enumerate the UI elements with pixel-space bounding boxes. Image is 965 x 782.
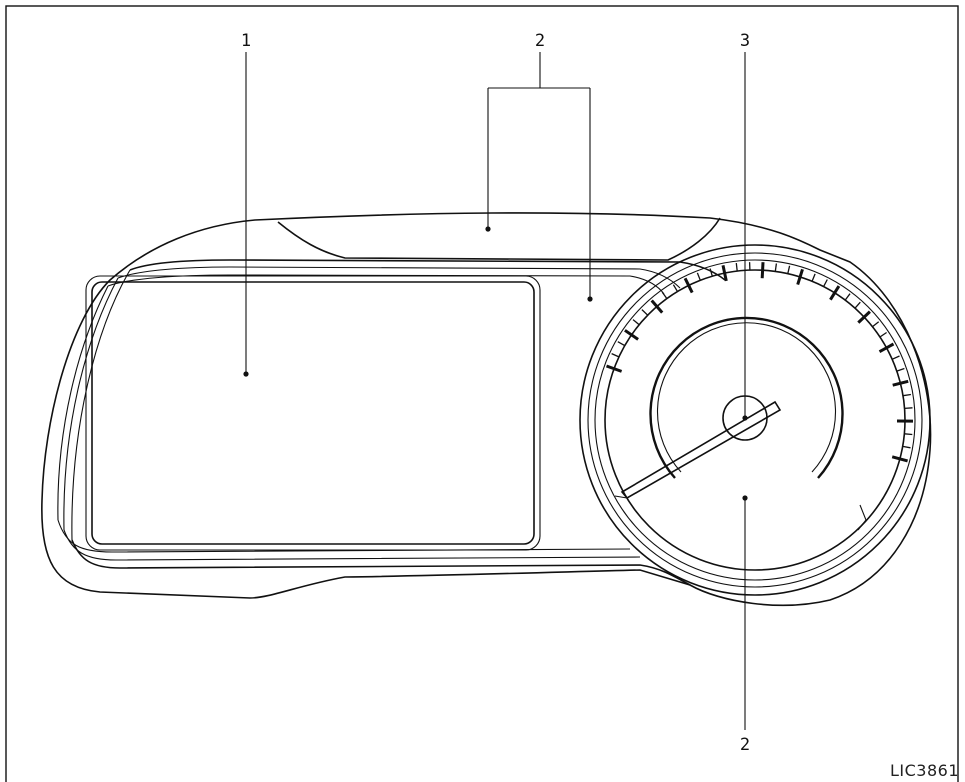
housing-left-contour-a	[71, 269, 131, 541]
housing-left-contour-c	[57, 285, 109, 521]
gauge-minor-tick	[709, 268, 713, 277]
bezel-rail-mid	[117, 266, 681, 289]
visor-lower-edge	[277, 217, 721, 261]
gauge-minor-tick	[879, 331, 887, 338]
leader-dot-2-left	[485, 226, 491, 232]
leader-dot-2-bottom	[742, 495, 748, 501]
bezel-rail-lower	[71, 539, 691, 586]
gauge-major-tick	[892, 379, 909, 387]
gauge-major-tick	[605, 364, 623, 373]
gauge-inner-arc	[649, 316, 844, 479]
gauge-inner-arc-edge	[657, 322, 836, 473]
gauge-minor-tick	[823, 279, 828, 287]
bezel-rail-lower-inner	[57, 519, 631, 553]
leader-dot-1	[243, 371, 249, 377]
gauge-major-tick	[650, 299, 664, 314]
figure-reference-code: LIC3861	[889, 761, 959, 780]
leader-dot-3	[742, 415, 748, 421]
gauge-minor-tick	[696, 272, 701, 281]
gauge-bezel-notch	[857, 504, 867, 531]
callout-2-bottom: 2	[740, 735, 750, 755]
callout-1: 1	[241, 31, 251, 51]
gauge-needle-tip	[614, 495, 628, 499]
gauge-minor-tick	[854, 301, 861, 309]
speedometer-gauge	[579, 244, 931, 596]
figure-frame	[5, 5, 959, 782]
bezel-rail-inner	[107, 274, 665, 295]
leader-lines	[243, 52, 748, 730]
gauge-minor-tick	[672, 284, 679, 292]
gauge-outer-ring	[579, 244, 931, 596]
housing-outer-outline	[41, 212, 932, 607]
gauge-minor-tick	[661, 291, 668, 299]
gauge-minor-tick	[896, 367, 905, 372]
gauge-major-tick	[891, 455, 908, 463]
gauge-minor-tick	[641, 309, 649, 316]
gauge-minor-tick	[902, 445, 911, 449]
gauge-minor-tick	[844, 293, 851, 301]
display-surround	[85, 275, 541, 551]
gauge-minor-tick	[774, 263, 778, 272]
gauge-needle	[620, 400, 782, 500]
gauge-minor-tick	[811, 273, 816, 282]
leader-dot-2-right	[587, 296, 593, 302]
gauge-minor-tick	[735, 263, 738, 272]
gauge-major-tick	[796, 268, 804, 286]
cluster-housing	[41, 212, 932, 607]
gauge-ring-2	[587, 252, 923, 588]
gauge-minor-tick	[902, 393, 911, 397]
gauge-minor-tick	[891, 355, 900, 360]
gauge-major-tick	[683, 277, 694, 294]
bezel-rail-lower-mid	[63, 529, 641, 561]
callout-2-top: 2	[535, 31, 545, 51]
gauge-minor-tick	[904, 433, 913, 436]
multi-information-display	[91, 281, 535, 545]
gauge-major-tick	[857, 310, 871, 324]
gauge-major-tick	[721, 264, 728, 282]
gauge-minor-tick	[611, 353, 620, 358]
gauge-major-tick	[760, 262, 765, 279]
gauge-minor-tick	[787, 265, 791, 274]
gauge-tick-marks	[605, 262, 914, 463]
gauge-major-tick	[624, 329, 639, 341]
gauge-minor-tick	[617, 341, 626, 347]
gauge-minor-tick	[871, 321, 880, 328]
gauge-ring-3	[594, 259, 916, 581]
callout-3: 3	[740, 31, 750, 51]
gauge-major-tick	[829, 285, 841, 301]
gauge-minor-tick	[632, 319, 640, 326]
housing-left-contour-b	[63, 277, 119, 531]
gauge-major-tick	[878, 342, 895, 354]
gauge-minor-tick	[904, 407, 913, 410]
